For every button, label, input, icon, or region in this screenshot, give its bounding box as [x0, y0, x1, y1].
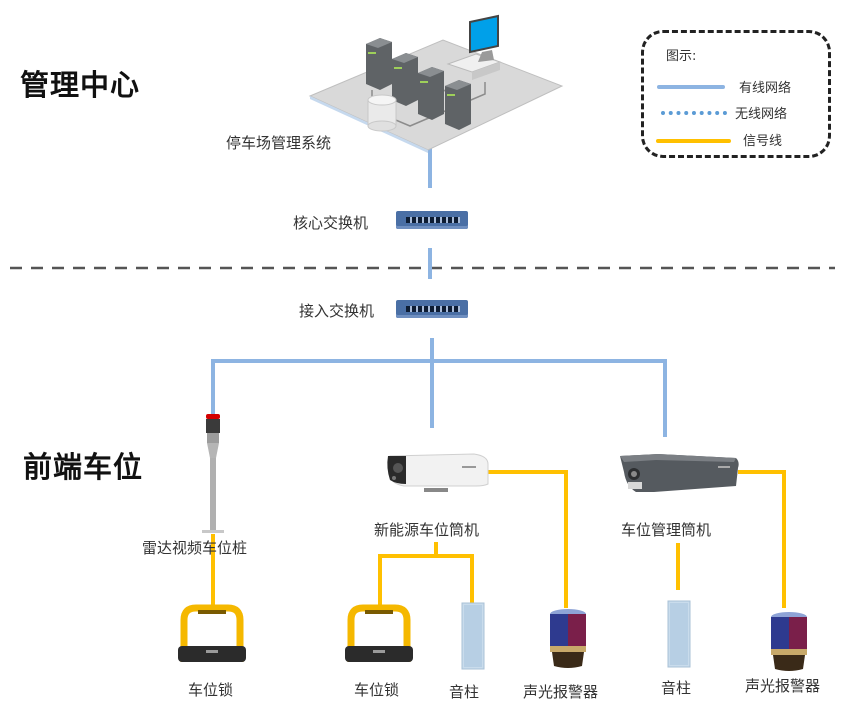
- zone-title-frontend: 前端车位: [23, 450, 144, 484]
- sound-light-alarm-icon: [771, 612, 807, 671]
- server-icon: [418, 67, 444, 120]
- legend-wireless-label: 无线网络: [735, 107, 788, 122]
- label-core-switch: 核心交换机: [293, 214, 369, 232]
- label-alarm-1: 声光报警器: [523, 683, 599, 701]
- label-radar-pile: 雷达视频车位桩: [142, 539, 248, 557]
- legend: 图示: 有线网络 无线网络 信号线: [641, 30, 831, 158]
- label-ev-camera: 新能源车位筒机: [374, 521, 480, 539]
- legend-signal-label: 信号线: [743, 134, 783, 149]
- access-switch-icon: [396, 300, 468, 318]
- signal-ev-cam-to-alarm: [487, 470, 568, 608]
- server-icon: [366, 38, 392, 90]
- label-lock-1: 车位锁: [188, 681, 234, 699]
- monitor-icon: [469, 14, 499, 62]
- ev-bullet-camera-icon: [387, 453, 489, 492]
- legend-wired-label: 有线网络: [739, 81, 792, 96]
- wire-access-bus: [211, 359, 667, 437]
- label-access-switch: 接入交换机: [299, 302, 375, 320]
- database-icon: [367, 94, 397, 132]
- label-parking-system: 停车场管理系统: [226, 134, 332, 152]
- server-icon: [392, 53, 418, 106]
- label-lock-2: 车位锁: [354, 681, 400, 699]
- parking-lock-icon: [345, 604, 413, 662]
- legend-title: 图示:: [666, 49, 697, 64]
- legend-wireless-swatch: [661, 111, 727, 115]
- zone-title-management: 管理中心: [20, 68, 141, 102]
- signal-ev-cam-to-lock-speaker: [378, 542, 438, 607]
- signal-space-cam-to-alarm: [738, 470, 786, 608]
- core-switch-icon: [396, 211, 468, 229]
- radar-pile-icon: [202, 414, 224, 533]
- label-alarm-2: 声光报警器: [745, 677, 821, 695]
- speaker-column-icon: [461, 602, 485, 670]
- space-management-camera-icon: [620, 454, 739, 492]
- label-speaker-2: 音柱: [661, 679, 692, 697]
- sound-light-alarm-icon: [550, 609, 586, 668]
- legend-signal-swatch: [656, 139, 731, 143]
- speaker-column-icon: [667, 600, 691, 668]
- label-speaker-1: 音柱: [449, 683, 480, 701]
- legend-wired-swatch: [657, 85, 725, 89]
- parking-lock-icon: [178, 604, 246, 662]
- server-platform-icon: [308, 14, 564, 153]
- server-icon: [445, 80, 471, 130]
- label-space-camera: 车位管理筒机: [621, 521, 712, 539]
